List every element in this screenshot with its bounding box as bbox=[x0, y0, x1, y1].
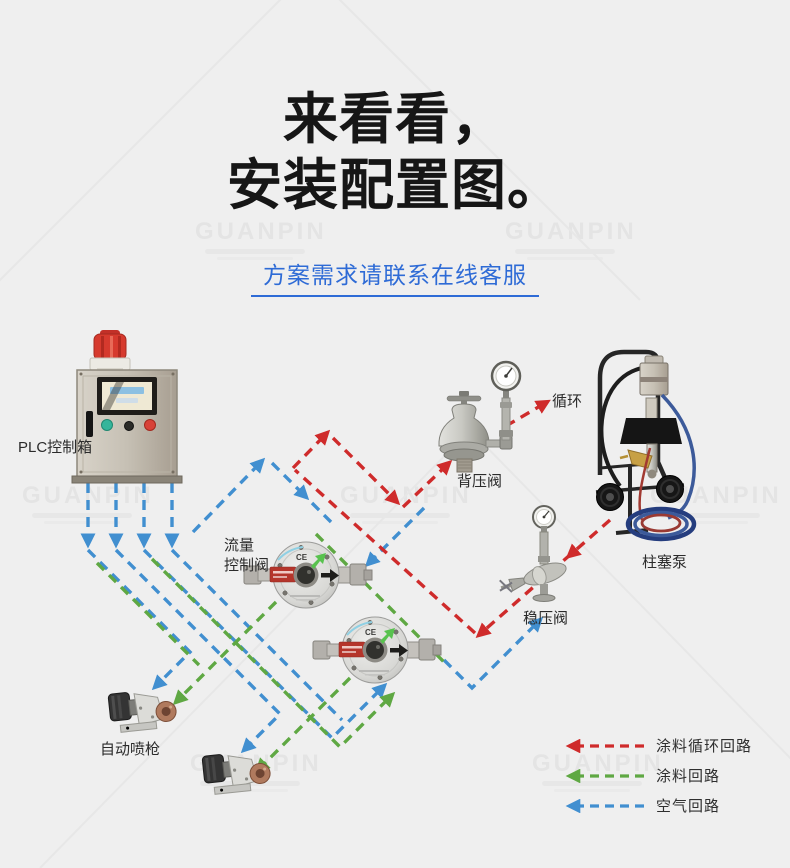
legend-label: 空气回路 bbox=[656, 798, 721, 815]
label-circulation: 循环 bbox=[552, 393, 583, 410]
label-back-pressure-valve: 背压阀 bbox=[457, 473, 503, 490]
air-lines bbox=[80, 457, 544, 754]
red-dashed-arrow-icon bbox=[565, 738, 644, 753]
ce-marking: CE bbox=[365, 628, 377, 637]
plc-selector-knob bbox=[124, 421, 134, 431]
title-line-1: 来看看， bbox=[282, 88, 507, 150]
back-pressure-valve bbox=[438, 360, 522, 473]
pressure-gauge-icon bbox=[532, 505, 556, 529]
legend: 涂料循环回路 涂料回路 空气回路 bbox=[556, 735, 752, 816]
legend-label: 涂料循环回路 bbox=[656, 738, 753, 755]
pressure-gauge-icon bbox=[490, 360, 522, 392]
label-flow-control-valve: 流量 控制阀 bbox=[224, 537, 270, 574]
stabilizing-valve bbox=[499, 505, 567, 602]
coiled-hose bbox=[625, 506, 697, 542]
green-dashed-arrow-icon bbox=[565, 768, 644, 783]
blue-dashed-arrow-icon bbox=[565, 798, 644, 813]
auto-spray-gun-1 bbox=[107, 687, 179, 734]
plc-green-button bbox=[101, 419, 113, 431]
flow-control-valve-2 bbox=[312, 616, 442, 684]
label-stabilizing-valve: 稳压阀 bbox=[523, 610, 569, 627]
legend-label: 涂料回路 bbox=[656, 768, 721, 785]
plc-red-button bbox=[144, 419, 156, 431]
legend-item-circulation-loop: 涂料循环回路 bbox=[556, 735, 752, 756]
title-line-2: 安装配置图。 bbox=[226, 154, 563, 216]
legend-item-paint-loop: 涂料回路 bbox=[556, 765, 752, 786]
ce-marking: CE bbox=[296, 553, 308, 562]
label-plunger-pump: 柱塞泵 bbox=[642, 554, 688, 571]
page-title: 来看看， 安装配置图。 bbox=[0, 86, 790, 218]
legend-item-air-loop: 空气回路 bbox=[556, 795, 752, 816]
plunger-pump bbox=[595, 349, 697, 542]
label-plc-control-box: PLC控制箱 bbox=[18, 439, 93, 456]
plc-screen bbox=[97, 377, 157, 415]
label-auto-spray-gun: 自动喷枪 bbox=[100, 741, 161, 758]
plc-control-box bbox=[71, 330, 183, 484]
contact-service-link[interactable]: 方案需求请联系在线客服 bbox=[251, 256, 539, 297]
wheel-icon bbox=[596, 483, 624, 511]
auto-spray-gun-2 bbox=[201, 749, 273, 796]
air-hose bbox=[599, 366, 643, 488]
wheel-icon bbox=[656, 475, 684, 503]
